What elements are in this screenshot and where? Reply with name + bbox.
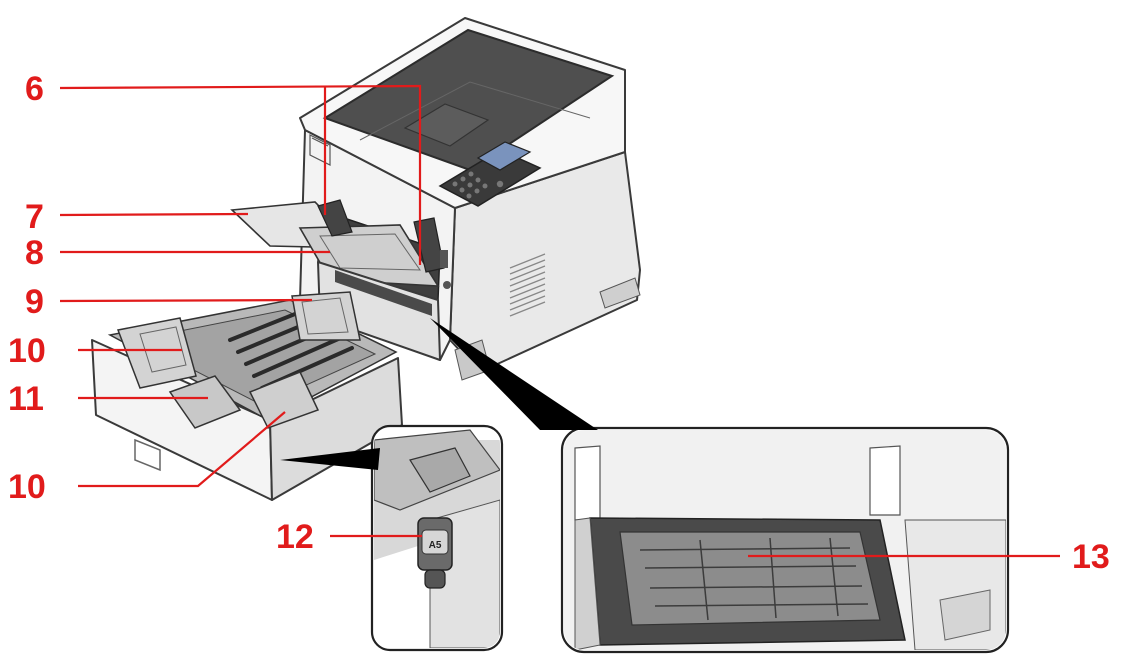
leader-7: [59, 212, 249, 217]
leader-6: [59, 84, 422, 265]
callout-8: 8: [25, 234, 44, 272]
connector-wedge-dial: [280, 448, 380, 470]
callout-labels: 6 7 8 9 10 11 10 12 13: [8, 70, 1110, 576]
rear-unit-detail-inset: [560, 426, 1010, 654]
callout-7: 7: [25, 198, 44, 236]
control-screen: [476, 141, 532, 171]
callout-13: 13: [1072, 538, 1110, 576]
callout-6: 6: [25, 70, 44, 108]
callout-12: 12: [276, 518, 314, 556]
leader-10b: [78, 411, 286, 488]
paper-length-guide: [168, 375, 242, 429]
callout-10b: 10: [8, 468, 46, 506]
paper-width-guide-right: [291, 291, 361, 341]
dial-detail-inset: A5: [370, 424, 504, 652]
size-dial: A5: [417, 517, 453, 589]
paper-guide-left: [317, 199, 353, 237]
side-vents: [509, 253, 546, 317]
leader-9: [59, 298, 313, 303]
callout-11: 11: [8, 380, 44, 418]
callout-10a: 10: [8, 332, 46, 370]
output-tray: [322, 28, 615, 172]
callout-lines: [59, 84, 1060, 558]
control-buttons: [452, 171, 504, 199]
paper-width-guide-lower: [248, 371, 320, 429]
paper-width-guide-left: [116, 317, 197, 389]
dial-label: A5: [429, 540, 442, 551]
paper-cassette: [91, 291, 403, 501]
callout-9: 9: [25, 283, 44, 321]
control-panel: [438, 149, 542, 207]
connector-wedge-rear: [430, 318, 598, 430]
